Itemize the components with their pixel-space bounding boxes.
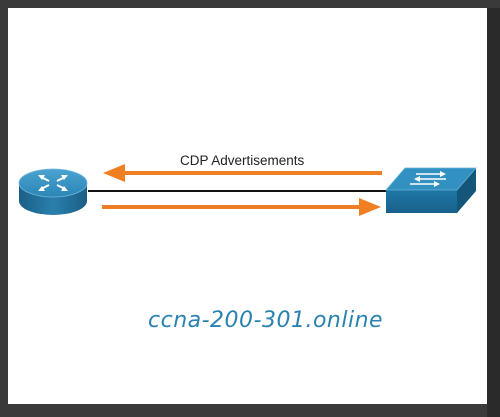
frame-shadow (487, 8, 500, 417)
link-caption: CDP Advertisements (180, 153, 305, 168)
cdp-arrow-to-switch (102, 198, 381, 216)
cdp-arrow-to-router (103, 164, 382, 182)
site-watermark: ccna-200-301.online (148, 308, 384, 333)
switch-icon (385, 167, 477, 213)
router-icon (18, 168, 88, 215)
